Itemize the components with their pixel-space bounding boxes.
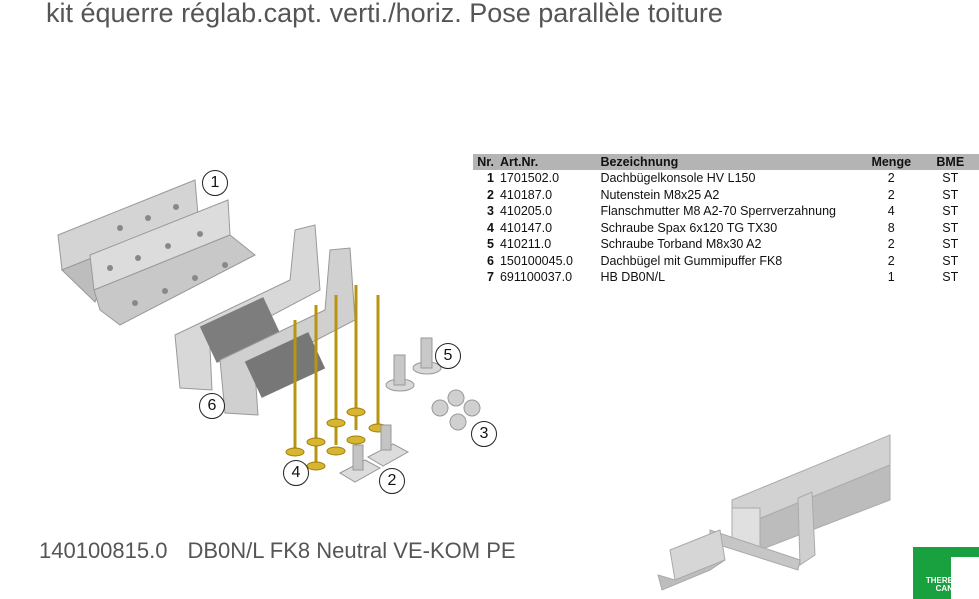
- cell-menge: 2: [887, 187, 895, 202]
- cell-bme: ST: [942, 270, 959, 284]
- callout-5: 5: [435, 343, 461, 369]
- cell-bez: HB DB0N/L: [600, 270, 666, 284]
- cell-bez: Flanschmutter M8 A2-70 Sperrverzahnung: [600, 204, 836, 218]
- logo-text-line1: THERE: [925, 576, 953, 585]
- header-bme: BME: [921, 154, 979, 170]
- table-row: 5 410211.0 Schraube Torband M8x30 A2 2 ST: [473, 236, 979, 253]
- logo-text-line2: CAN: [935, 584, 953, 593]
- header-menge: Menge: [860, 154, 922, 170]
- table-row: 4 410147.0 Schraube Spax 6x120 TG TX30 8 ST: [473, 220, 979, 237]
- cell-bez: Dachbügelkonsole HV L150: [600, 171, 756, 185]
- bolts-part-5: [385, 337, 442, 392]
- footer-article-number: 140100815.0: [39, 538, 168, 563]
- cell-menge: 4: [887, 204, 895, 218]
- roof-hook-part-6: [174, 224, 356, 416]
- cell-menge: 2: [887, 171, 895, 185]
- logo-shape: [951, 557, 979, 599]
- cell-bme: ST: [942, 237, 959, 251]
- footer: 140100815.0 DB0N/L FK8 Neutral VE-KOM PE: [39, 538, 536, 564]
- cell-bme: ST: [942, 204, 959, 218]
- table-row: 3 410205.0 Flanschmutter M8 A2-70 Sperrver…: [473, 203, 979, 220]
- parts-illustration: [57, 179, 481, 483]
- page-title: kit équerre réglab.capt. verti./horiz. P…: [46, 0, 723, 28]
- cell-art: 410205.0: [499, 204, 553, 218]
- header-art-nr: Art.Nr.: [496, 154, 598, 170]
- cell-art: 150100045.0: [499, 253, 573, 268]
- table-header-row: Nr. Art.Nr. Bezeichnung Menge BME: [473, 154, 979, 170]
- footer-description: DB0N/L FK8 Neutral VE-KOM PE: [187, 538, 516, 563]
- callout-1: 1: [202, 170, 228, 196]
- cell-art: 410211.0: [499, 237, 552, 251]
- screws-part-4: [285, 285, 388, 471]
- table-row: 6 150100045.0 Dachbügel mit Gummipuffer FK…: [473, 253, 979, 270]
- cell-nr: 7: [487, 270, 494, 284]
- cell-bez: Nutenstein M8x25 A2: [600, 187, 720, 202]
- cell-menge: 2: [887, 253, 895, 268]
- cell-menge: 1: [887, 270, 895, 284]
- parts-table: Nr. Art.Nr. Bezeichnung Menge BME 1 17015…: [473, 154, 979, 286]
- cell-nr: 6: [487, 253, 494, 268]
- cell-bme: ST: [942, 220, 959, 235]
- cell-bez: Dachbügel mit Gummipuffer FK8: [600, 253, 783, 268]
- cell-art: 691100037.0: [499, 270, 573, 284]
- cell-nr: 4: [487, 220, 494, 235]
- callout-4: 4: [283, 460, 309, 486]
- cell-bme: ST: [942, 171, 959, 185]
- cell-nr: 5: [487, 237, 494, 251]
- bracket-part-1: [57, 179, 256, 326]
- header-nr: Nr.: [473, 154, 497, 170]
- cell-art: 410147.0: [499, 220, 553, 235]
- slot-nuts-part-2: [338, 424, 410, 483]
- callout-2: 2: [379, 468, 405, 494]
- cell-nr: 3: [487, 204, 494, 218]
- table-row: 7 691100037.0 HB DB0N/L 1 ST: [473, 269, 979, 286]
- cell-bez: Schraube Torband M8x30 A2: [600, 237, 762, 251]
- cell-art: 410187.0: [499, 187, 553, 202]
- callout-3: 3: [471, 421, 497, 447]
- mounted-assembly-image: [657, 434, 891, 591]
- cell-bme: ST: [942, 187, 959, 202]
- nuts-part-3: [431, 389, 481, 431]
- table-row: 1 1701502.0 Dachbügelkonsole HV L150 2 ST: [473, 170, 979, 187]
- header-bezeichnung: Bezeichnung: [597, 154, 861, 170]
- cell-bme: ST: [942, 253, 959, 268]
- cell-nr: 1: [487, 171, 494, 185]
- cell-bez: Schraube Spax 6x120 TG TX30: [600, 220, 778, 235]
- cell-nr: 2: [487, 187, 494, 202]
- cell-art: 1701502.0: [499, 171, 560, 185]
- table-row: 2 410187.0 Nutenstein M8x25 A2 2 ST: [473, 187, 979, 204]
- cell-menge: 2: [887, 237, 895, 251]
- callout-6: 6: [199, 393, 225, 419]
- cell-menge: 8: [887, 220, 895, 235]
